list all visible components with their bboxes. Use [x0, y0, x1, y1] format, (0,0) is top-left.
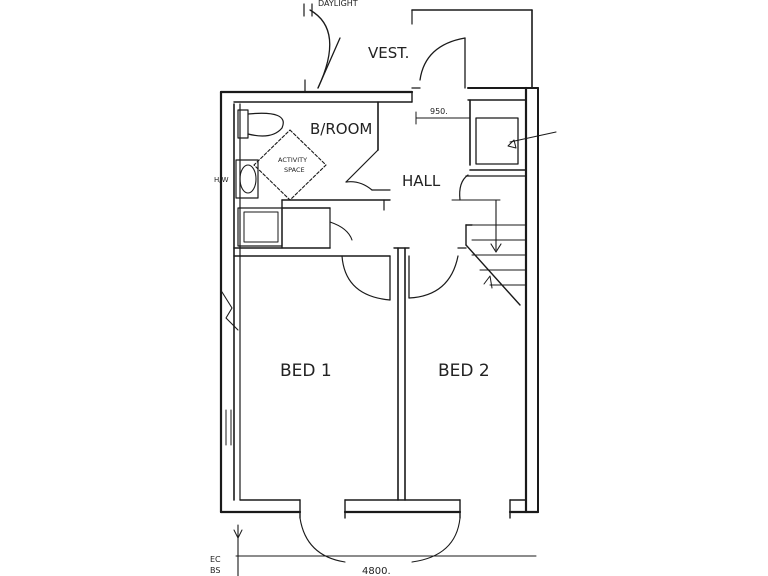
toilet-fixture — [237, 109, 284, 139]
outer-walls — [219, 86, 540, 519]
activity-space-label-1: ACTIVITY — [278, 156, 307, 164]
hall-label: HALL — [402, 172, 441, 190]
vestibule-label: VEST. — [368, 44, 409, 62]
top-label: DAYLIGHT — [318, 0, 358, 8]
activity-space-label-2: SPACE — [284, 166, 305, 174]
bedrooms: BED 1 BED 2 — [221, 247, 490, 501]
activity-space: ACTIVITY SPACE — [253, 129, 327, 201]
bottom-annotations: 4800. EC BS — [210, 517, 537, 576]
wall-tag: H/W — [214, 176, 229, 184]
bed1-label: BED 1 — [280, 361, 332, 381]
overall-width-dimension: 4800. — [362, 566, 391, 576]
bottom-tag-ec: EC — [210, 555, 221, 564]
bathroom: ACTIVITY SPACE B/ROOM H/W — [214, 101, 391, 257]
staircase — [451, 199, 527, 306]
hall: 950. HALL — [329, 99, 557, 306]
vestibule: VEST. DAYLIGHT — [303, 0, 533, 93]
bed2-label: BED 2 — [438, 361, 490, 381]
bathtub-fixture — [237, 207, 283, 247]
bathroom-label: B/ROOM — [310, 120, 372, 138]
hall-dimension: 950. — [430, 107, 448, 116]
basin-fixture — [235, 159, 259, 199]
bottom-tag-bs: BS — [210, 566, 220, 575]
